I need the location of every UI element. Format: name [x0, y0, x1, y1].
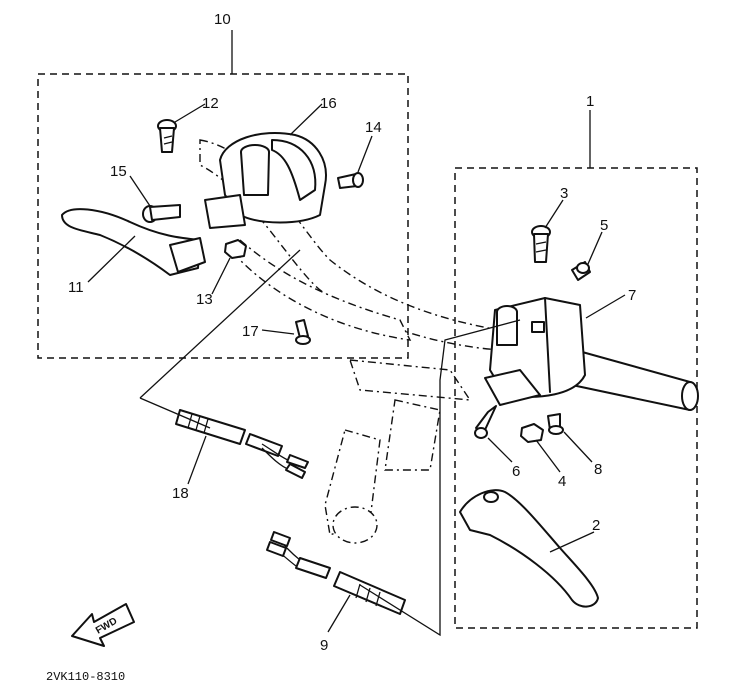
drawing-code: 2VK110-8310 [46, 670, 125, 684]
screw-14 [337, 172, 364, 189]
label-part-1: 1 [586, 93, 594, 110]
bolt-15 [142, 204, 181, 223]
label-part-12: 12 [202, 95, 219, 112]
label-part-4: 4 [558, 473, 566, 490]
master-cylinder-7 [484, 297, 586, 406]
throttle-grip [571, 349, 699, 411]
label-part-17: 17 [242, 323, 259, 340]
bolt-12 [157, 119, 177, 153]
lever-11 [61, 208, 206, 276]
screw-8 [547, 413, 564, 435]
fwd-arrow-icon: FWD [71, 603, 135, 647]
screw-5 [571, 261, 591, 281]
label-part-15: 15 [110, 163, 127, 180]
switch-9 [266, 531, 406, 615]
brake-bracket-16 [204, 131, 327, 229]
nut-4 [520, 423, 544, 443]
switch-18 [175, 409, 309, 479]
label-part-6: 6 [512, 463, 520, 480]
screw-17 [295, 319, 311, 345]
label-part-3: 3 [560, 185, 568, 202]
group-box-left [37, 73, 409, 359]
lever-2 [459, 489, 599, 608]
nut-13 [224, 239, 247, 259]
screw-6 [474, 405, 497, 439]
label-part-9: 9 [320, 637, 328, 654]
label-part-10: 10 [214, 11, 231, 28]
label-part-8: 8 [594, 461, 602, 478]
label-part-5: 5 [600, 217, 608, 234]
leader-lines [87, 103, 626, 633]
bolt-3 [531, 225, 551, 263]
label-part-13: 13 [196, 291, 213, 308]
label-part-16: 16 [320, 95, 337, 112]
label-part-2: 2 [592, 517, 600, 534]
label-part-7: 7 [628, 287, 636, 304]
label-part-11: 11 [68, 279, 84, 296]
label-part-18: 18 [172, 485, 189, 502]
label-part-14: 14 [365, 119, 382, 136]
